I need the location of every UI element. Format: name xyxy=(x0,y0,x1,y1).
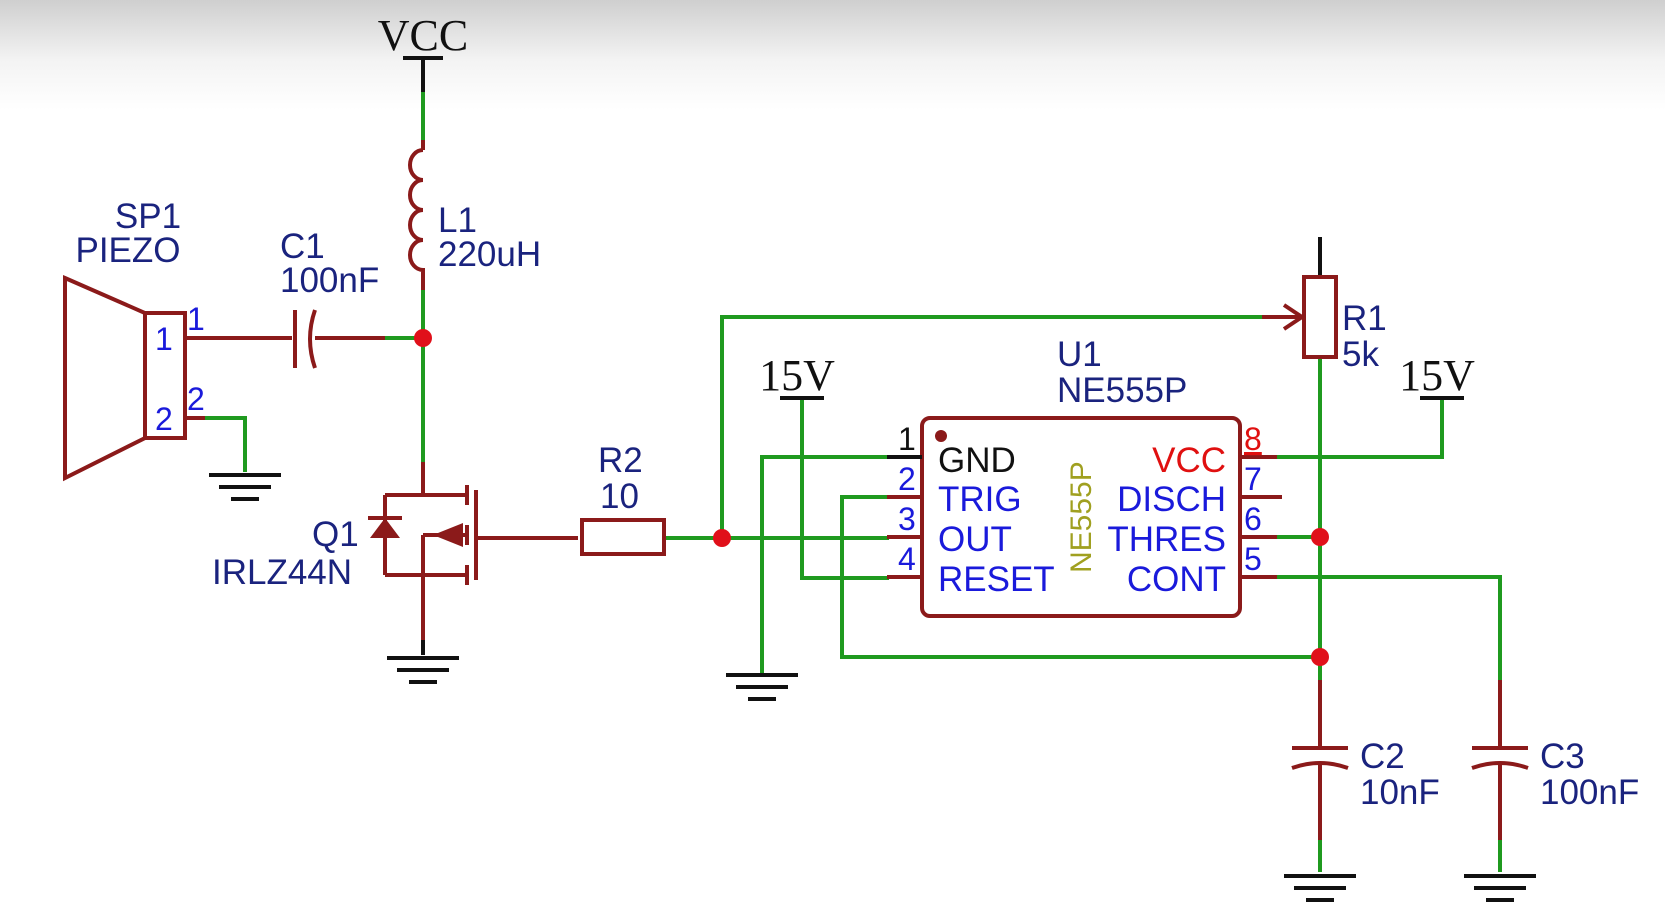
u1-pin5-name: CONT xyxy=(1127,560,1226,599)
junctions xyxy=(414,329,1329,666)
vcc-power-symbol: VCC xyxy=(378,11,468,92)
u1-pin6-name: THRES xyxy=(1107,520,1226,559)
wire-vcc-pin8 xyxy=(1275,396,1444,459)
u1-body xyxy=(920,416,1242,618)
sp1-pin2-outer: 2 xyxy=(187,381,205,417)
u1-pin8-num: 8 xyxy=(1244,421,1262,457)
wire-15v-reset xyxy=(800,396,889,580)
mosfet-q1: Q1 IRLZ44N xyxy=(212,462,578,640)
u1-body-text: NE555P xyxy=(1065,461,1098,573)
inductor-l1: L1 220uH xyxy=(408,140,541,290)
c3-ref: C3 xyxy=(1540,737,1585,776)
wire-out-pot-wiper xyxy=(720,315,1287,540)
ground-symbol-c2 xyxy=(1284,874,1356,902)
potentiometer-r1: R1 5k xyxy=(1262,237,1387,374)
wire-trig-loop xyxy=(840,495,1322,659)
u1-value: NE555P xyxy=(1057,371,1187,410)
sp1-value: PIEZO xyxy=(75,231,180,270)
junction-out-r2 xyxy=(713,529,731,547)
15v-left-label: 15V xyxy=(759,351,835,400)
u1-pin7-num: 7 xyxy=(1244,461,1262,497)
sp1-ref: SP1 xyxy=(115,197,181,236)
r2-value: 10 xyxy=(600,477,639,516)
wire-gnd-pin1 xyxy=(760,455,889,674)
ground-symbol-c3 xyxy=(1464,874,1536,902)
r2-ref: R2 xyxy=(598,441,643,480)
u1-pin2-name: TRIG xyxy=(938,480,1022,519)
ic-u1: 1 2 3 4 GND TRIG OUT RESET 8 7 6 5 VCC D… xyxy=(887,335,1282,618)
wire-cont-c3 xyxy=(1275,575,1502,722)
junction-trig-c2 xyxy=(1311,648,1329,666)
r1-value: 5k xyxy=(1342,335,1379,374)
sp1-pin2-inner: 2 xyxy=(155,401,173,437)
c2-ref: C2 xyxy=(1360,737,1405,776)
capacitor-c2: C2 10nF xyxy=(1291,680,1440,840)
wire-sp1-pin2-gnd xyxy=(203,416,247,472)
junction-l1-c1 xyxy=(414,329,432,347)
u1-pin1-num: 1 xyxy=(898,421,916,457)
ground-symbol-u1-gnd xyxy=(726,673,798,701)
ground-symbol-q1 xyxy=(387,640,459,684)
piezo-sp1: 1 2 1 2 SP1 PIEZO xyxy=(63,197,292,482)
u1-ref: U1 xyxy=(1057,335,1102,374)
c2-value: 10nF xyxy=(1360,773,1440,812)
capacitor-c1: C1 100nF xyxy=(280,227,385,369)
q1-value: IRLZ44N xyxy=(212,553,352,592)
ground-symbol-sp1 xyxy=(209,473,281,501)
u1-pin3-num: 3 xyxy=(898,501,916,537)
capacitor-c3: C3 100nF xyxy=(1471,680,1639,840)
u1-pin6-num: 6 xyxy=(1244,501,1262,537)
u1-pin2-num: 2 xyxy=(898,461,916,497)
r1-ref: R1 xyxy=(1342,299,1387,338)
u1-pin4-num: 4 xyxy=(898,541,916,577)
15v-right-label: 15V xyxy=(1399,351,1475,400)
l1-value: 220uH xyxy=(438,235,541,274)
u1-pin4-name: RESET xyxy=(938,560,1055,599)
u1-pin3-name: OUT xyxy=(938,520,1012,559)
sp1-pin1-inner: 1 xyxy=(155,321,173,357)
power-15v-right: 15V xyxy=(1399,351,1475,400)
wires xyxy=(203,88,1502,872)
u1-pin5-num: 5 xyxy=(1244,541,1262,577)
vcc-label: VCC xyxy=(378,11,468,60)
l1-ref: L1 xyxy=(438,201,477,240)
resistor-r2: R2 10 xyxy=(580,441,666,556)
c1-ref: C1 xyxy=(280,227,325,266)
power-15v-left: 15V xyxy=(759,351,835,400)
u1-pin1-dot xyxy=(935,430,947,442)
q1-ref: Q1 xyxy=(312,515,359,554)
u1-pin7-name: DISCH xyxy=(1117,480,1226,519)
sp1-pin1-outer: 1 xyxy=(187,301,205,337)
u1-pin1-name: GND xyxy=(938,441,1016,480)
junction-thres xyxy=(1311,528,1329,546)
u1-pin8-name: VCC xyxy=(1152,441,1226,480)
c3-value: 100nF xyxy=(1540,773,1639,812)
c1-value: 100nF xyxy=(280,261,379,300)
